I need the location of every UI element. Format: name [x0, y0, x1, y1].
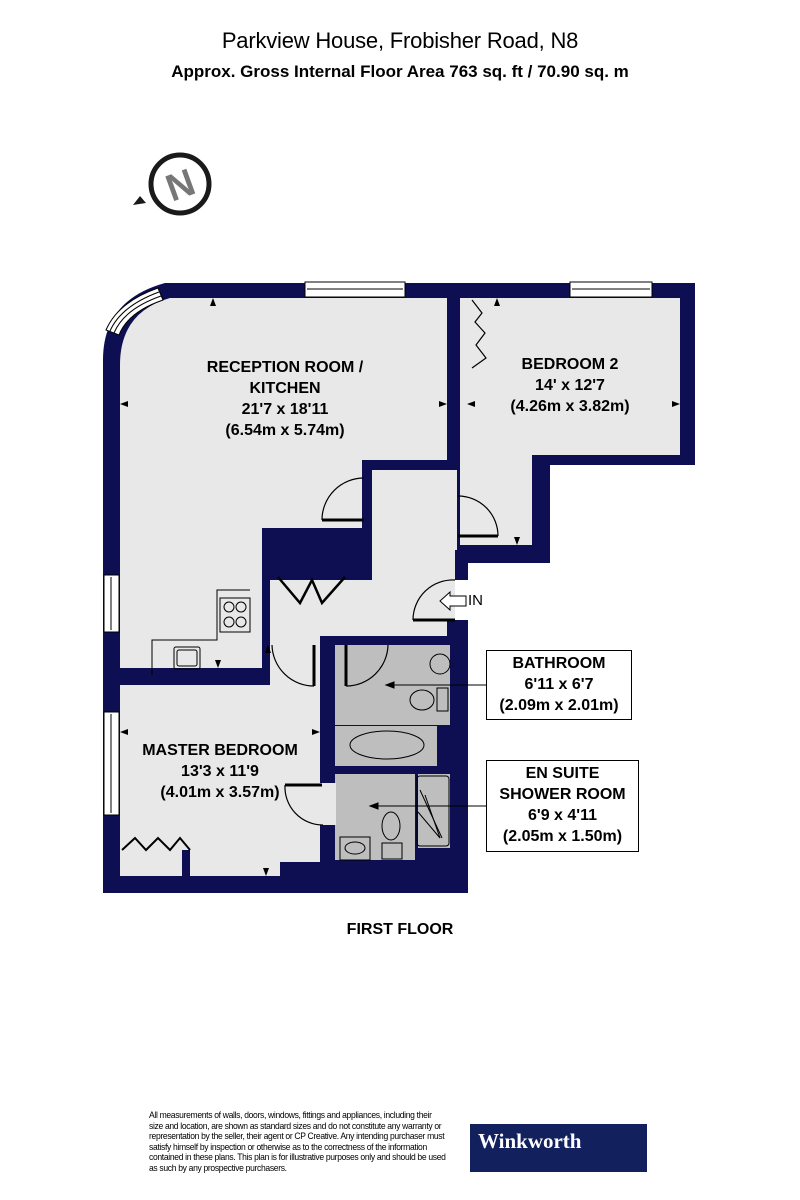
entrance-label: IN	[468, 592, 483, 609]
room-callout-en-suite: EN SUITE SHOWER ROOM 6'9 x 4'11 (2.05m x…	[486, 760, 639, 852]
entrance-arrow-icon	[439, 590, 467, 612]
plan-title: Parkview House, Frobisher Road, N8	[221, 28, 579, 53]
dimension-markers	[120, 298, 680, 876]
room-label-bedroom-2: BEDROOM 2 14' x 12'7 (4.26m x 3.82m)	[510, 356, 630, 415]
disclaimer-text: All measurements of walls, doors, window…	[149, 1110, 446, 1173]
winkworth-logo: Winkworth	[470, 1124, 647, 1172]
floor-level-label: FIRST FLOOR	[346, 921, 454, 938]
bathroom-fittings	[339, 653, 451, 861]
room-callout-bathroom: BATHROOM 6'11 x 6'7 (2.09m x 2.01m)	[486, 650, 632, 720]
north-compass-icon: N	[133, 152, 212, 216]
doors	[271, 477, 499, 826]
kitchen-fittings	[151, 589, 251, 675]
callout-leaders	[368, 681, 486, 810]
room-label-master-bedroom: MASTER BEDROOM 13'3 x 11'9 (4.01m x 3.57…	[142, 742, 298, 801]
windows	[103, 281, 653, 816]
floor-area-subtitle: Approx. Gross Internal Floor Area 763 sq…	[171, 62, 629, 81]
room-label-reception-kitchen: RECEPTION ROOM / KITCHEN 21'7 x 18'11 (6…	[206, 359, 364, 439]
svg-text:N: N	[161, 161, 201, 210]
wardrobes	[121, 299, 487, 852]
